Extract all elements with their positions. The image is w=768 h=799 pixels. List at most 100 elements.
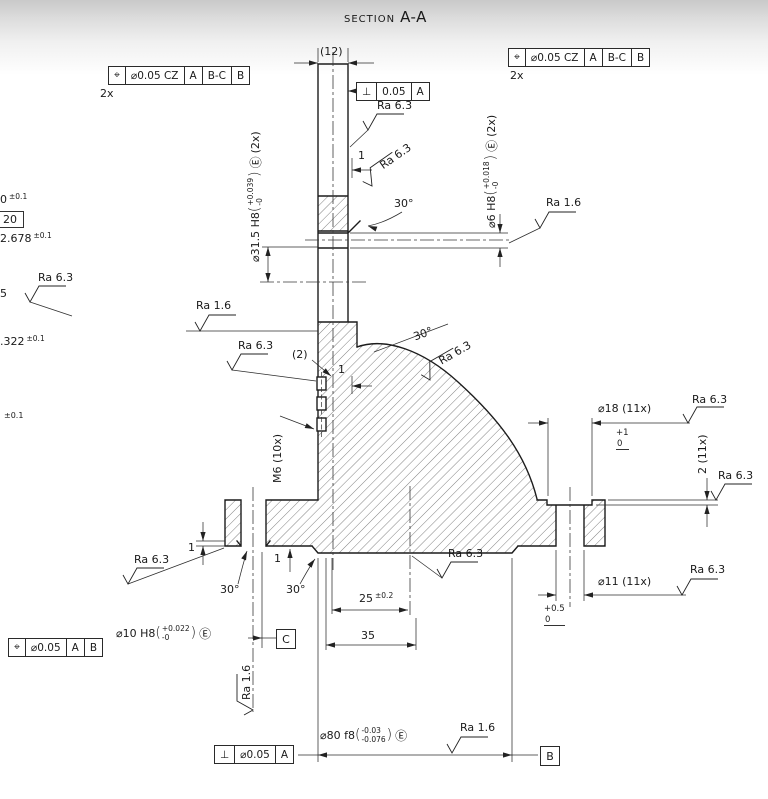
angle-30-top: 30° [394, 197, 414, 210]
paren: ( [483, 190, 499, 196]
surface-ra63: Ra 6.3 [718, 469, 754, 482]
datum-c: C [276, 629, 296, 649]
dim-thread-m6: M6 (10x) [271, 433, 284, 483]
surface-ra63: Ra 6.3 [238, 339, 274, 352]
dim-bore-6: ⌀6 H8 ( +0.018-0 ) Ⓔ (2x) [482, 115, 500, 228]
fcf-datum: A [185, 67, 203, 84]
dim-dia-80: ⌀80 f8 ( -0.03-0.076 ) Ⓔ [320, 726, 410, 744]
tol-minus: -0 [491, 181, 500, 190]
tol-minus: -0 [255, 198, 264, 206]
tol-base: 0 [616, 439, 629, 451]
surface-ra16: Ra 1.6 [196, 299, 232, 312]
dim-value: ⌀80 f8 [320, 728, 355, 742]
paren: ( [155, 625, 161, 641]
dim-stem-width: (12) [320, 45, 343, 58]
tol-plus: +0.039 [246, 177, 255, 206]
tol-limit-plus1: +1 0 [616, 428, 629, 451]
dim-value: .322 [0, 335, 25, 348]
fcf-position-top-left: ⌖ ⌀0.05 CZ A B-C B [108, 66, 251, 85]
angle-30-spigot-chamfer: 30° [286, 583, 306, 596]
dim-1-chamfer: 1 [274, 552, 281, 565]
dim-tolerance: ±0.1 [33, 231, 52, 240]
tol-minus: -0.076 [361, 735, 386, 744]
surface-ra63: Ra 6.3 [134, 553, 170, 566]
dim-value: ⌀10 H8 [116, 626, 156, 640]
surface-ra63: Ra 6.3 [690, 563, 726, 576]
dim-1-mid: 1 [338, 363, 345, 376]
fcf-datum: B-C [603, 49, 633, 66]
fcf-datum: B [637, 51, 645, 64]
dim-counterbore-depth: 2 (11x) [696, 434, 709, 474]
surface-ra16: Ra 1.6 [546, 196, 582, 209]
fcf-perpendicularity-bottom: ⊥ ⌀0.05 A [214, 745, 295, 764]
paren: ( [355, 727, 361, 743]
left-dim-0: 0 ±0.1 [0, 192, 28, 206]
tol-plus: +1 [616, 428, 629, 438]
perpendicularity-symbol-icon: ⊥ [215, 746, 236, 763]
fcf-datum: B [89, 641, 98, 654]
count-label: (2x) [248, 131, 262, 154]
surface-ra63: Ra 6.3 [448, 547, 484, 560]
surface-ra63: Ra 6.3 [692, 393, 728, 406]
dim-hole-dia: ⌀11 (11x) [598, 575, 652, 588]
arrowheads [200, 60, 710, 758]
position-symbol-icon: ⌖ [509, 49, 526, 66]
tol-minus: -0 [161, 633, 170, 642]
dim-counterbore-dia: ⌀18 (11x) [598, 402, 652, 415]
paren: ) [386, 727, 393, 743]
datum-b: B [540, 746, 560, 766]
surface-finish-symbols [24, 113, 752, 754]
view-title-name: A-A [400, 8, 427, 26]
fcf-datum: B [237, 69, 245, 82]
envelope-icon: Ⓔ [484, 139, 499, 152]
fcf-datum: A [585, 49, 603, 66]
tol-plus: +0.022 [161, 624, 190, 633]
fcf-tolerance: ⌀0.05 [235, 746, 276, 763]
surface-ra16-vertical: Ra 1.6 [240, 664, 253, 700]
fcf-tolerance: ⌀0.05 [26, 639, 67, 656]
fcf-position-bottom-left: ⌖ ⌀0.05 A B [8, 638, 104, 657]
dim-25-tolerance: ±0.2 [375, 591, 394, 600]
paren: ( [247, 206, 263, 213]
perpendicularity-symbol-icon: ⊥ [357, 83, 378, 100]
dim-tolerance: ±0.1 [9, 192, 28, 201]
dim-value: ⌀31.5 H8 [248, 212, 262, 262]
count-label: (2x) [484, 114, 498, 137]
tol-base: 0 [544, 615, 565, 627]
fcf-datum: A [280, 748, 289, 761]
tol-plus: -0.03 [361, 726, 381, 735]
surface-ra16: Ra 1.6 [460, 721, 496, 734]
tol-limit-plus05: +0.5 0 [544, 604, 565, 627]
dim-25: 25 ±0.2 [359, 591, 394, 605]
dim-1-flange: 1 [188, 541, 195, 554]
position-symbol-icon: ⌖ [9, 639, 26, 656]
view-title: SECTION A-A [344, 8, 427, 26]
dim-value: ⌀6 H8 [484, 195, 498, 228]
paren: ) [483, 154, 499, 161]
dim-tolerance: ±0.1 [26, 334, 45, 343]
leader-lines [29, 129, 541, 585]
count-label-2x: 2x [510, 69, 524, 82]
surface-ra63: Ra 6.3 [377, 99, 413, 112]
dim-1-top: 1 [358, 149, 365, 162]
left-dim-20-boxed: 20 [0, 211, 24, 228]
envelope-icon: Ⓔ [395, 728, 408, 743]
dim-value: 0 [0, 193, 7, 206]
dim-bore-31-5: ⌀31.5 H8 ( +0.039-0 ) Ⓔ (2x) [246, 131, 264, 262]
left-dim-5: 5 [0, 287, 7, 300]
dim-35: 35 [361, 629, 375, 642]
fcf-tolerance: ⌀0.05 CZ [526, 49, 585, 66]
envelope-icon: Ⓔ [199, 626, 212, 641]
left-dim-2678: 2.678 ±0.1 [0, 231, 52, 245]
fcf-tolerance: ⌀0.05 CZ [126, 67, 185, 84]
left-dim-322: .322 ±0.1 [0, 334, 45, 348]
fcf-datum: B-C [203, 67, 233, 84]
surface-ra63: Ra 6.3 [38, 271, 74, 284]
dim-bore-10: ⌀10 H8 ( +0.022-0 ) Ⓔ [116, 624, 214, 642]
angle-30-hole-chamfer: 30° [220, 583, 240, 596]
dim-value: 2.678 [0, 232, 32, 245]
fcf-tolerance: 0.05 [377, 83, 412, 100]
dim-gap-2: (2) [292, 348, 308, 361]
